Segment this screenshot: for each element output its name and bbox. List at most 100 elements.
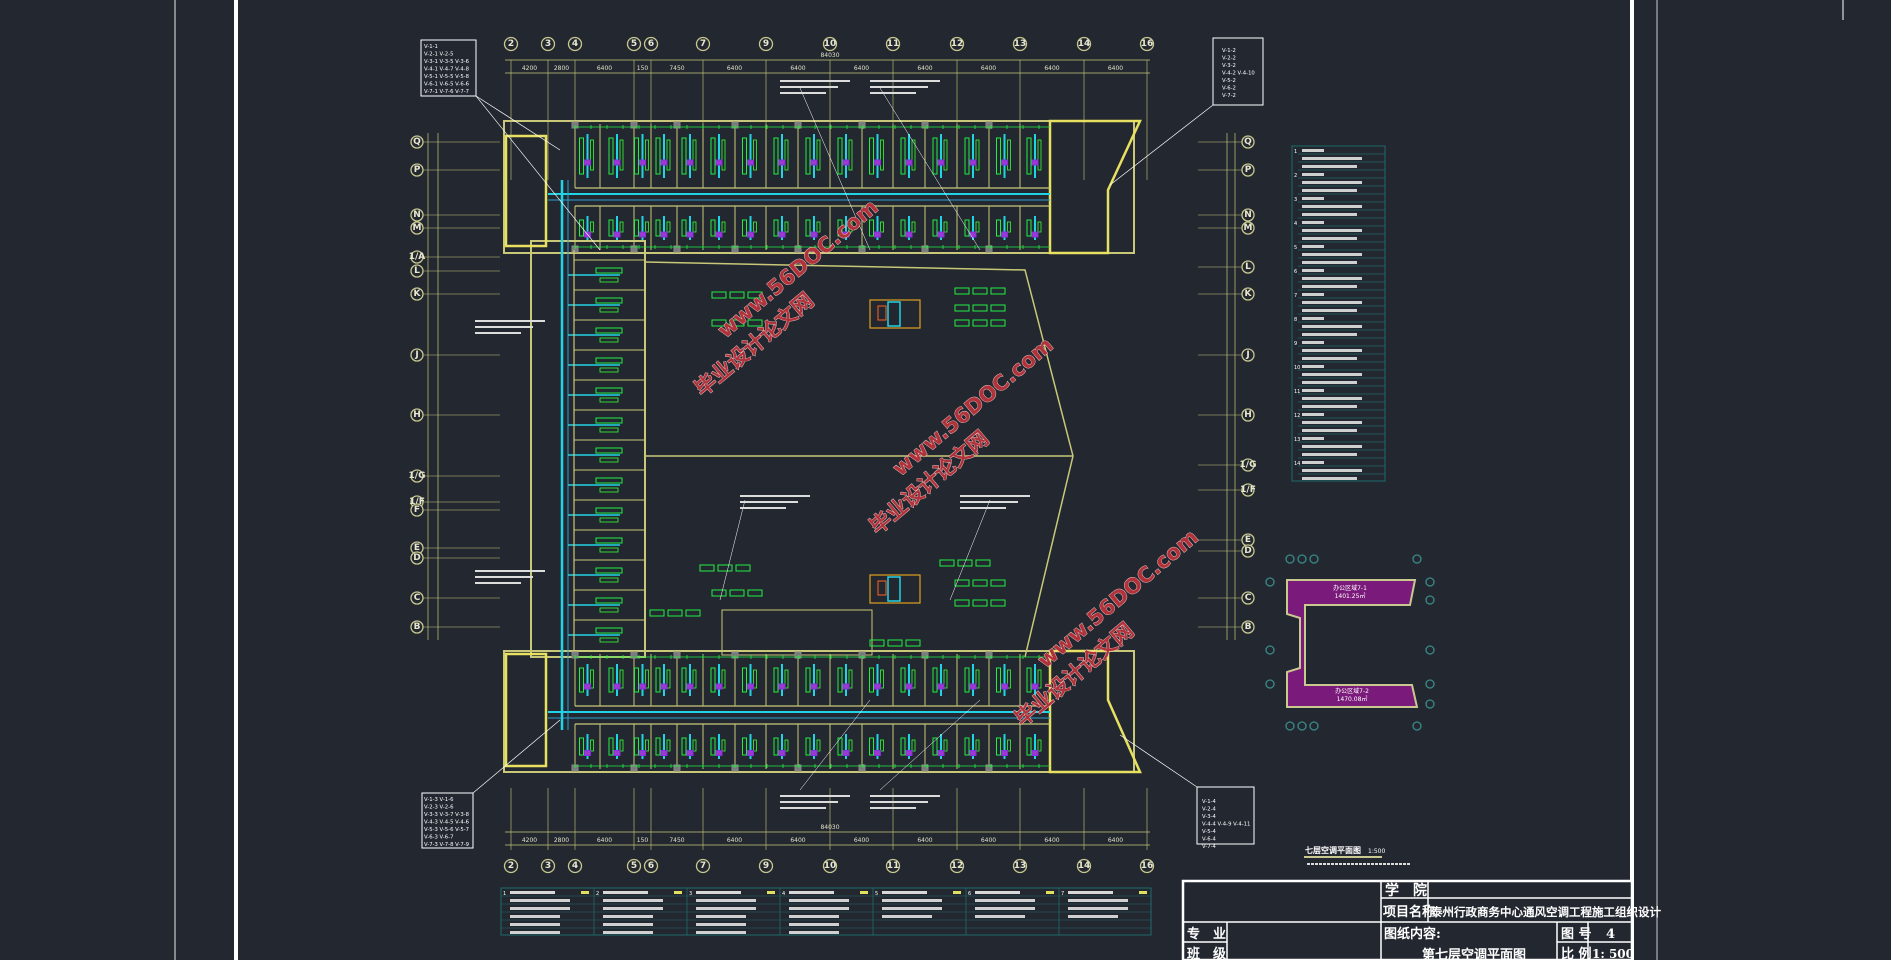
key-plan-grid-bubble	[1285, 721, 1295, 731]
air-diffuser	[715, 231, 723, 238]
air-diffuser	[905, 231, 913, 238]
fan-coil-unit	[681, 667, 687, 693]
ahu-room	[869, 574, 921, 604]
fan-coil-unit	[590, 139, 594, 171]
air-diffuser	[969, 231, 977, 238]
fan-coil-unit	[742, 219, 747, 237]
fresh-air-unit	[954, 319, 970, 327]
schedule-text-line	[789, 915, 839, 918]
structural-column	[673, 651, 681, 659]
fan-coil-unit	[595, 417, 623, 424]
fan-coil-unit	[975, 669, 980, 689]
grid-bubble-Q: Q	[1241, 135, 1255, 149]
annotation-text-line	[960, 507, 1006, 509]
air-diffuser	[660, 231, 668, 238]
left-wing-outline	[530, 240, 646, 658]
fan-coil-unit	[943, 669, 948, 689]
leader-line	[799, 87, 871, 251]
schedule-text-line	[1068, 907, 1128, 910]
legend-text-line	[1302, 349, 1362, 352]
fan-coil-unit	[742, 667, 747, 693]
structural-column	[794, 245, 802, 253]
callout-line: V-6-3 V-6-7	[424, 835, 453, 841]
legend-text-line	[1302, 437, 1324, 440]
grid-bubble-5: 5	[626, 36, 642, 52]
grid-label: 12	[951, 861, 964, 871]
fan-coil-unit	[932, 219, 938, 237]
leader-line	[879, 87, 981, 251]
air-diffuser	[969, 683, 977, 690]
fresh-air-unit	[729, 319, 745, 327]
grid-label: E	[414, 543, 420, 553]
bottom-right-stair-core	[1048, 649, 1142, 774]
plan-title-text: 七层空调平面图	[1305, 845, 1361, 855]
air-diffuser	[660, 159, 668, 166]
key-plan-grid-bubble	[1297, 554, 1307, 564]
air-diffuser	[969, 750, 977, 756]
annotation-text-line	[780, 92, 826, 94]
legend-text-line	[1302, 253, 1362, 256]
air-diffuser	[1031, 750, 1039, 756]
fresh-air-unit	[954, 579, 970, 587]
callout-line: V-7-2	[1222, 93, 1236, 99]
grid-bubble-circle	[410, 620, 424, 634]
structural-column	[921, 651, 929, 659]
grid-label: 14	[1078, 39, 1091, 49]
grid-label: P	[1245, 165, 1252, 175]
grid-bubble-circle	[410, 287, 424, 301]
air-diffuser	[778, 683, 786, 690]
air-diffuser	[937, 750, 945, 756]
key-plan-grid-bubble	[1285, 554, 1295, 564]
fan-coil-unit	[943, 221, 948, 233]
grid-label: 1/A	[409, 252, 426, 262]
grid-bubble-circle	[567, 36, 583, 52]
dimension-text: 6400	[790, 65, 805, 72]
fan-coil-unit	[742, 737, 747, 756]
fan-coil-unit	[911, 221, 916, 233]
dimension-text: 150	[637, 65, 649, 72]
key-plan-grid-bubble	[1425, 679, 1435, 689]
grid-label: 7	[700, 39, 706, 49]
fresh-air-unit	[747, 291, 763, 299]
schedule-text-line	[603, 915, 653, 918]
grid-bubble-7: 7	[695, 858, 711, 874]
air-diffuser	[874, 683, 881, 690]
structural-column	[630, 245, 638, 253]
fan-coil-unit	[599, 607, 619, 613]
legend-text-line	[1302, 469, 1362, 472]
fan-coil-unit	[964, 737, 970, 756]
grid-bubble-10: 10	[822, 858, 838, 874]
fan-coil-unit	[579, 667, 584, 693]
schedule-number: 1	[503, 891, 506, 897]
grid-label: 16	[1141, 861, 1154, 871]
fan-coil-unit	[869, 219, 874, 237]
grid-label: 2	[508, 39, 514, 49]
callout-line: V-4-2 V-4-10	[1222, 71, 1255, 77]
grid-bubble-E: E	[1241, 533, 1255, 547]
structural-column	[673, 121, 681, 129]
fan-coil-unit	[753, 669, 757, 689]
grid-bubble-B: B	[1241, 620, 1255, 634]
grid-label: 7	[700, 861, 706, 871]
fan-coil-unit	[784, 221, 789, 233]
grid-label: M	[1244, 223, 1253, 233]
fresh-air-unit	[711, 319, 727, 327]
structural-column	[858, 245, 866, 253]
legend-text-line	[1302, 277, 1362, 280]
air-diffuser	[1001, 159, 1008, 166]
structural-column	[921, 121, 929, 129]
air-diffuser	[686, 159, 694, 166]
grid-bubble-J: J	[1241, 348, 1255, 362]
legend-text-line	[1302, 333, 1357, 336]
legend-text-line	[1302, 413, 1324, 416]
fan-coil-unit	[975, 139, 980, 171]
grid-bubble-1/F: 1/F	[1240, 483, 1256, 497]
grid-bubble-P: P	[410, 163, 424, 177]
scale-label: 比 例	[1561, 946, 1592, 960]
annotation-text-line	[870, 92, 916, 94]
legend-number: 5	[1294, 245, 1297, 251]
grid-bubble-4: 4	[567, 858, 583, 874]
zone2-area: 1470.08㎡	[1337, 695, 1368, 703]
